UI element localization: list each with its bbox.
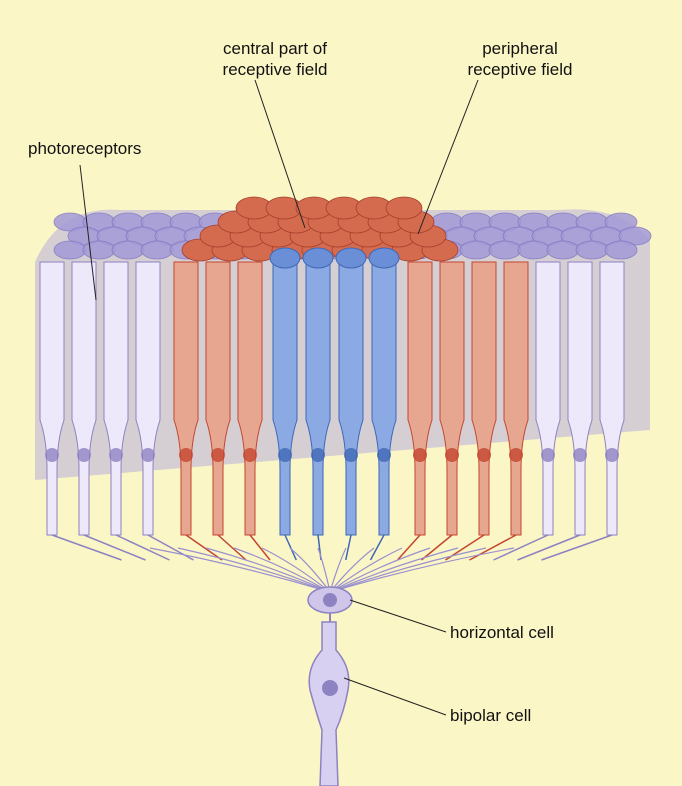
peripheral-photoreceptor — [421, 261, 465, 561]
cell-nucleus — [141, 448, 155, 462]
cell-nucleus — [45, 448, 59, 462]
axon — [396, 534, 421, 561]
cell-nucleus — [477, 448, 491, 462]
dendrite — [233, 547, 331, 593]
cell-nucleus — [413, 448, 427, 462]
dendrite — [177, 547, 331, 593]
axon — [284, 534, 297, 561]
axon — [469, 534, 517, 561]
axon — [345, 534, 352, 561]
peripheral-receptive-field-label: peripheral receptive field — [420, 38, 620, 80]
cell-nucleus — [311, 448, 325, 462]
outer-disc — [517, 240, 551, 260]
outer-disc — [604, 212, 638, 232]
cell-nucleus — [179, 448, 193, 462]
cell-nucleus — [605, 448, 619, 462]
peripheral-photoreceptor — [173, 261, 223, 561]
cell-nucleus — [509, 448, 523, 462]
axon — [493, 534, 549, 561]
axon — [517, 534, 581, 561]
central-disc — [302, 247, 334, 269]
dendrite — [329, 547, 403, 593]
peripheral-photoreceptor — [469, 261, 529, 561]
outer-photoreceptor — [135, 261, 194, 561]
cell-nucleus — [77, 448, 91, 462]
dendrite — [205, 547, 331, 593]
outer-disc — [53, 240, 87, 260]
central-disc — [335, 247, 367, 269]
outer-photoreceptor — [71, 261, 146, 561]
axon — [421, 534, 453, 561]
cell-nucleus — [377, 448, 391, 462]
outer-disc — [488, 240, 522, 260]
cell-nucleus — [445, 448, 459, 462]
peripheral-photoreceptor — [396, 261, 433, 561]
dendrite — [261, 547, 331, 593]
outer-disc — [618, 226, 652, 246]
outer-disc — [604, 240, 638, 260]
axon — [83, 534, 146, 561]
cell-nucleus — [541, 448, 555, 462]
outer-disc — [459, 240, 493, 260]
central-photoreceptor — [305, 261, 331, 561]
dendrite — [329, 547, 459, 593]
label-leader-lines — [79, 79, 479, 716]
outer-photoreceptor — [517, 261, 593, 561]
central-receptive-field-label: central part of receptive field — [180, 38, 370, 80]
central-label-line1: central part of — [223, 39, 327, 58]
dendrite — [329, 547, 515, 593]
cell-nucleus — [211, 448, 225, 462]
axon — [115, 534, 170, 561]
central-photoreceptor — [338, 261, 364, 561]
peripheral-photoreceptor — [237, 261, 271, 561]
outer-photoreceptor — [493, 261, 561, 561]
dendrite — [317, 547, 331, 593]
central-disc — [368, 247, 400, 269]
interneurons — [307, 586, 353, 786]
dendrite — [149, 547, 331, 593]
dendrite — [329, 547, 431, 593]
cell-nucleus — [278, 448, 292, 462]
axon — [51, 534, 122, 561]
outer-disc — [575, 240, 609, 260]
outer-disc — [111, 240, 145, 260]
peripheral-photoreceptor — [205, 261, 247, 561]
axon — [147, 534, 194, 561]
central-disc — [269, 247, 301, 269]
outer-disc — [82, 240, 116, 260]
cell-nucleus — [243, 448, 257, 462]
outer-disc — [140, 240, 174, 260]
axon — [217, 534, 247, 561]
dendrite — [329, 547, 487, 593]
bipolar-cell-label: bipolar cell — [450, 706, 532, 725]
outer-photoreceptor — [103, 261, 170, 561]
axon — [369, 534, 385, 561]
axon — [249, 534, 271, 561]
cell-nucleus — [344, 448, 358, 462]
horizontal-cell-label: horizontal cell — [450, 623, 554, 642]
axon — [185, 534, 223, 561]
cell-nucleus — [109, 448, 123, 462]
photoreceptors-label: photoreceptors — [28, 139, 142, 158]
peripheral-photoreceptor — [445, 261, 497, 561]
central-receptive-field-region — [269, 247, 400, 561]
peripheral-label-line1: peripheral — [482, 39, 558, 58]
central-label-line2: receptive field — [222, 60, 328, 79]
outer-photoreceptor — [541, 261, 625, 561]
central-photoreceptor — [369, 261, 397, 561]
bipolar-cell — [308, 621, 350, 786]
axon — [541, 534, 613, 561]
peripheral-disc — [385, 196, 423, 220]
horizontal-cell — [307, 586, 353, 614]
outer-disc — [546, 240, 580, 260]
outer-photoreceptor — [39, 261, 122, 561]
central-photoreceptor — [272, 261, 298, 561]
peripheral-label-line2: receptive field — [467, 60, 573, 79]
cell-nucleus — [573, 448, 587, 462]
